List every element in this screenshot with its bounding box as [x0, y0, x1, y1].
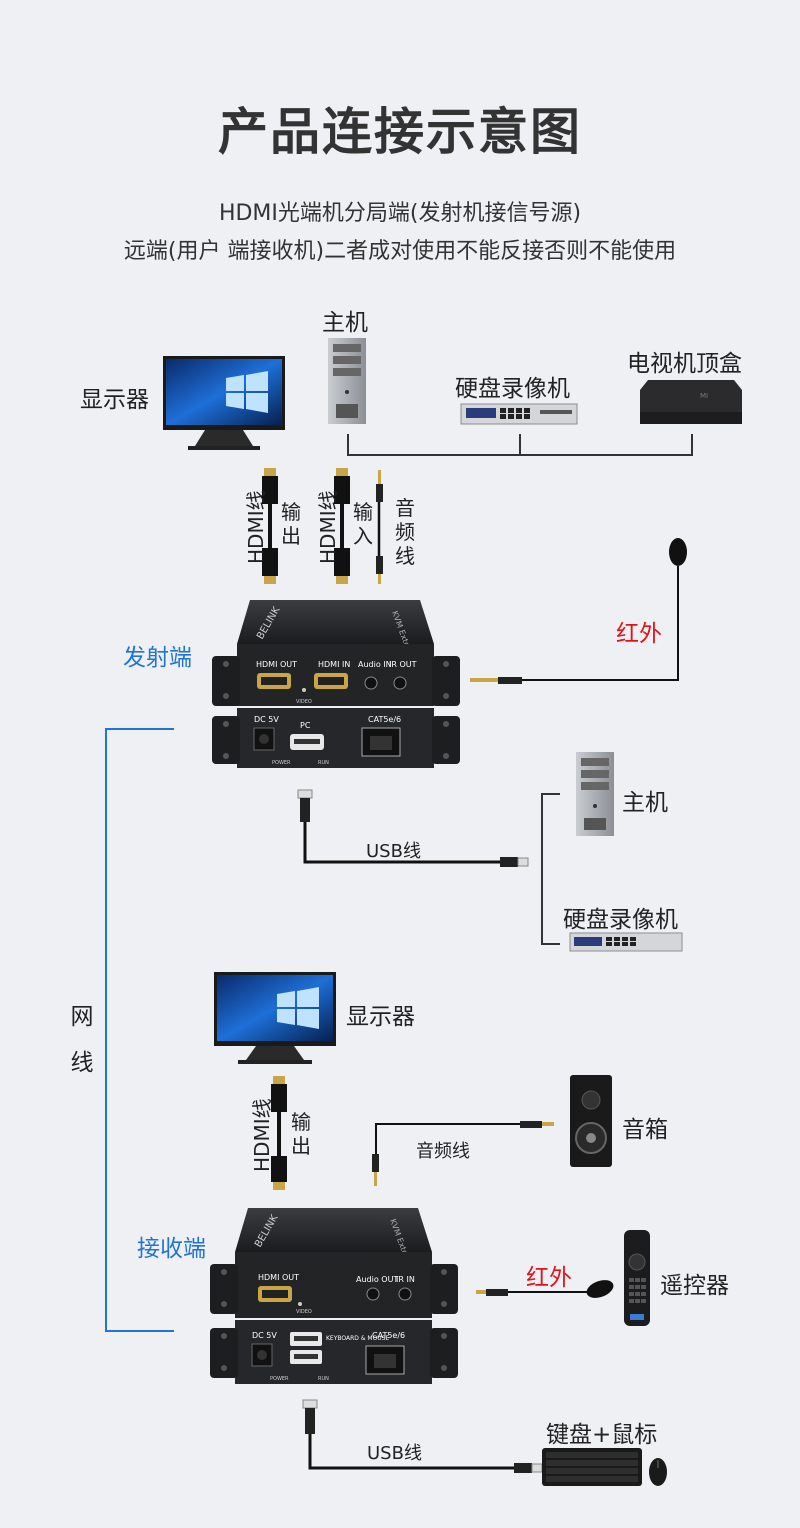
output-label: 输出 [281, 500, 301, 548]
hdmi-cable-out [262, 468, 278, 584]
page-title: 产品连接示意图 [218, 103, 582, 161]
receiver-device: BELINK KVM Extender HDMI OUT Audio OUT I… [210, 1208, 458, 1384]
monitor-icon [163, 356, 285, 450]
stb-label: 电视机顶盒 [627, 351, 742, 377]
rx-port-kbm: KEYBOARD & MOUSE [326, 1335, 390, 1342]
keyboard-icon [542, 1448, 642, 1486]
remote-label: 遥控器 [660, 1273, 729, 1299]
hdmi-cable-out-label: HDMI线 [244, 490, 268, 564]
rx-port-ir-in: IR IN [396, 1275, 415, 1284]
speaker-icon [570, 1075, 612, 1167]
rx-power-label: POWER [270, 1376, 289, 1382]
audio-cable-rx [372, 1121, 554, 1186]
tx-port-dc: DC 5V [254, 715, 279, 724]
transmitter-device: BELINK KVM Extender HDMI OUT HDMI IN Aud… [212, 600, 460, 768]
tx-video-label: VIDEO [296, 699, 312, 705]
rx-port-audio-out: Audio OUT [356, 1275, 398, 1284]
rx-video-label: VIDEO [296, 1309, 312, 1315]
nvr-label: 硬盘录像机 [455, 376, 570, 402]
tx-port-ir-out: IR OUT [389, 660, 417, 669]
network-cable-line [105, 728, 174, 1332]
output-rx-label: 输出 [291, 1110, 311, 1158]
monitor-2-icon [214, 972, 336, 1064]
tx-port-cat: CAT5e/6 [368, 715, 401, 724]
usb-cable-rx [302, 1399, 543, 1473]
monitor-2-label: 显示器 [346, 1004, 415, 1030]
remote-control-icon [624, 1230, 650, 1326]
network-cable-label: 网线 [70, 1004, 94, 1076]
hdmi-cable-in [334, 468, 350, 584]
speaker-label: 音箱 [622, 1117, 668, 1143]
input-label: 输入 [353, 500, 373, 548]
rx-port-hdmi-out: HDMI OUT [258, 1273, 299, 1282]
subtitle-line-1: HDMI光端机分局端(发射机接信号源) [218, 201, 582, 226]
ir-receiver-cable [476, 1280, 614, 1298]
audio-cable-rx-label: 音频线 [416, 1141, 470, 1162]
tx-port-pc: PC [300, 721, 311, 730]
tx-run-label: RUN [318, 760, 329, 766]
ir-in-label: 红外 [526, 1265, 572, 1291]
hdmi-cable-rx-label: HDMI线 [250, 1098, 274, 1172]
rx-run-label: RUN [318, 1376, 329, 1382]
rx-port-cat: CAT5e/6 [372, 1331, 405, 1340]
host-nvr-bracket-line [541, 793, 560, 945]
tx-power-label: POWER [272, 760, 291, 766]
host-pc-2-icon [576, 752, 614, 836]
usb-cable-rx-label: USB线 [367, 1443, 422, 1464]
hdmi-cable-in-label: HDMI线 [316, 490, 340, 564]
audio-cable [376, 470, 383, 584]
set-top-box-icon: MI [640, 380, 742, 424]
monitor-label: 显示器 [80, 387, 149, 413]
nvr-2-label: 硬盘录像机 [563, 907, 678, 933]
mouse-icon [649, 1458, 667, 1486]
subtitle-line-2: 远端(用户 端接收机)二者成对使用不能反接否则不能使用 [123, 239, 677, 264]
usb-cable-tx [297, 789, 529, 867]
ir-out-label: 红外 [616, 621, 662, 647]
audio-cable-label: 音频线 [395, 496, 415, 568]
host-label: 主机 [322, 310, 368, 336]
receiver-label: 接收端 [137, 1236, 206, 1262]
rx-port-dc: DC 5V [252, 1331, 277, 1340]
sender-label: 发射端 [123, 645, 192, 671]
nvr-icon [460, 403, 578, 425]
host-2-label: 主机 [622, 790, 668, 816]
svg-text:MI: MI [700, 392, 708, 400]
ir-emitter-cable [470, 538, 687, 684]
host-pc-icon [328, 338, 366, 424]
tx-port-hdmi-out: HDMI OUT [256, 660, 297, 669]
tx-port-hdmi-in: HDMI IN [318, 660, 350, 669]
tx-port-audio-in: Audio IN [358, 660, 392, 669]
nvr-2-icon [569, 932, 683, 952]
kbm-label: 键盘+鼠标 [546, 1422, 658, 1448]
hdmi-cable-rx [271, 1076, 287, 1190]
usb-cable-tx-label: USB线 [366, 841, 421, 862]
